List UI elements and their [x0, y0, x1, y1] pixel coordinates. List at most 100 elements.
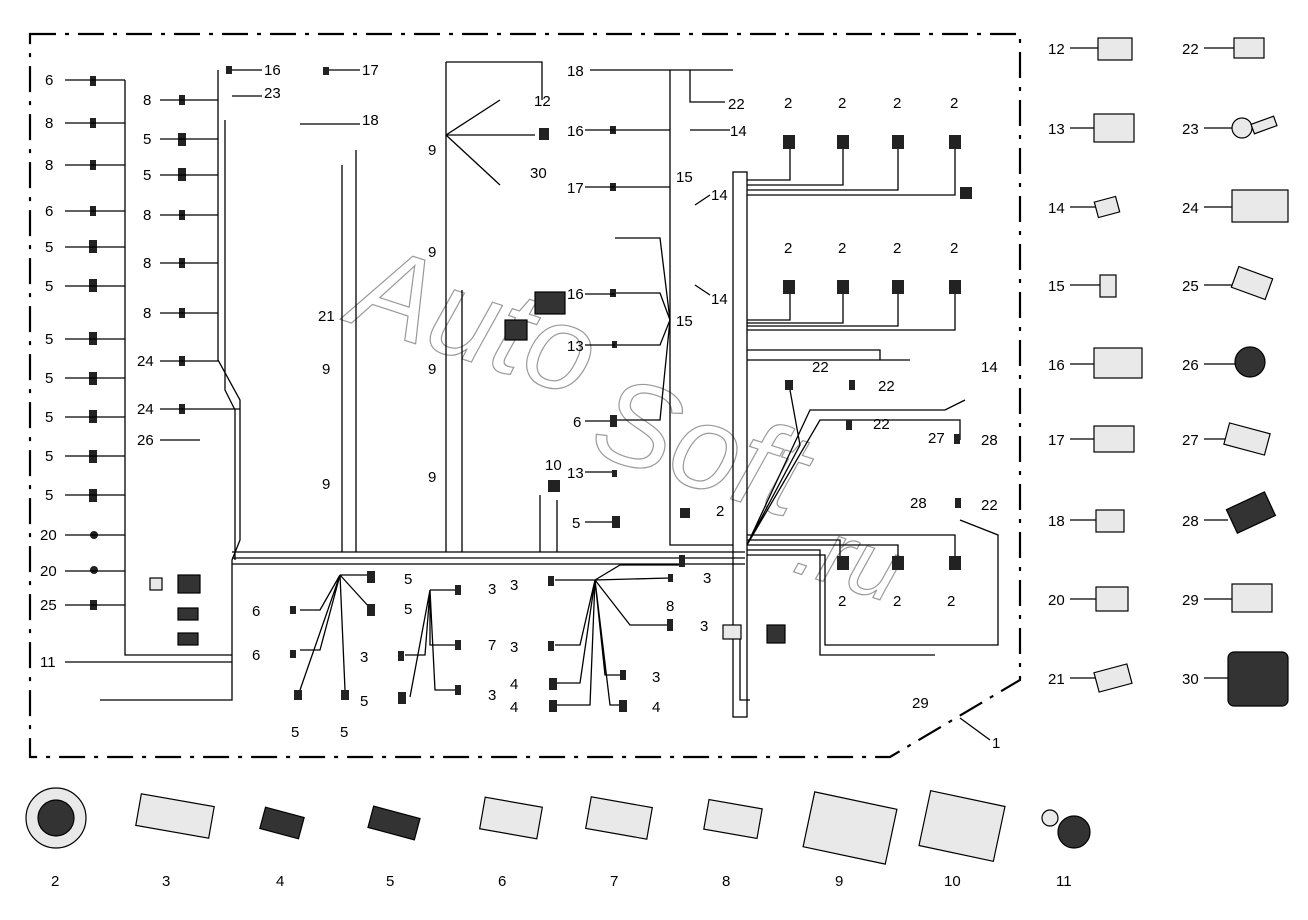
- part-number: 23: [1182, 121, 1199, 138]
- callout: 9: [428, 244, 436, 261]
- connector-13-icon: [1093, 113, 1135, 143]
- callout: 17: [567, 180, 584, 197]
- callout: 7: [488, 637, 496, 654]
- callout: 2: [950, 95, 958, 112]
- callout: 5: [291, 724, 299, 741]
- connector-18-icon: [1095, 509, 1125, 533]
- callout: 27: [928, 430, 945, 447]
- part-number: 27: [1182, 432, 1199, 449]
- callout: 8: [45, 115, 53, 132]
- connector-8-icon: [703, 798, 763, 840]
- callout: 4: [510, 699, 518, 716]
- part-number: 2: [51, 873, 59, 890]
- callout: 8: [45, 157, 53, 174]
- connector-6-icon: [478, 796, 544, 840]
- callout: 5: [45, 278, 53, 295]
- ecu-connector-10-icon: [918, 789, 1006, 863]
- callout: 5: [45, 239, 53, 256]
- assembly-label: 1: [992, 735, 1000, 752]
- harness-wires: [100, 61, 999, 718]
- callout: 5: [45, 487, 53, 504]
- part-number: 28: [1182, 513, 1199, 530]
- callout: 8: [143, 92, 151, 109]
- connector-4-icon: [259, 806, 305, 840]
- connector-11-icon: [1057, 815, 1091, 849]
- callout: 9: [428, 142, 436, 159]
- part-number: 9: [835, 873, 843, 890]
- callout: 20: [40, 527, 57, 544]
- callout: 2: [838, 95, 846, 112]
- inline-connectors: [89, 66, 972, 712]
- callout: 15: [676, 313, 693, 330]
- part-number: 30: [1182, 671, 1199, 688]
- callout-leaders: [65, 69, 730, 663]
- connector-24-icon: [1231, 189, 1289, 223]
- part-number: 20: [1048, 592, 1065, 609]
- part-number: 24: [1182, 200, 1199, 217]
- callout: 5: [143, 167, 151, 184]
- callout: 5: [572, 515, 580, 532]
- callout: 9: [428, 469, 436, 486]
- callout: 5: [340, 724, 348, 741]
- callout: 3: [488, 581, 496, 598]
- callout: 8: [143, 305, 151, 322]
- part-number: 13: [1048, 121, 1065, 138]
- callout: 14: [711, 187, 728, 204]
- callout: 28: [981, 432, 998, 449]
- callout: 4: [652, 699, 660, 716]
- callout: 5: [360, 693, 368, 710]
- callout: 10: [545, 457, 562, 474]
- parts-legend-right: 12 13 14 15 16 17 18 20 21 22 23 24: [1048, 37, 1289, 707]
- callout: 13: [567, 465, 584, 482]
- callout: 2: [784, 240, 792, 257]
- callout: 22: [981, 497, 998, 514]
- callout: 11: [40, 654, 56, 671]
- part-number: 11: [1056, 873, 1072, 890]
- sensor-26-icon: [1234, 346, 1266, 378]
- part-number: 5: [386, 873, 394, 890]
- callout: 5: [45, 448, 53, 465]
- callout: 2: [947, 593, 955, 610]
- callout: 2: [893, 95, 901, 112]
- callout: 8: [666, 598, 674, 615]
- callout: 2: [893, 240, 901, 257]
- callout: 6: [252, 647, 260, 664]
- part-number: 8: [722, 873, 730, 890]
- connector-5-icon: [367, 805, 421, 841]
- connector-21-icon: [1093, 663, 1133, 693]
- connector-16-icon: [1093, 347, 1143, 379]
- part-number: 12: [1048, 41, 1065, 58]
- part-number: 14: [1048, 200, 1065, 217]
- connector-14-icon: [1093, 195, 1121, 219]
- callout: 5: [404, 571, 412, 588]
- callout: 22: [812, 359, 829, 376]
- callout: 29: [912, 695, 929, 712]
- connector-7-icon: [584, 796, 654, 840]
- assembly-border: [28, 32, 1022, 759]
- watermark-part1: Auto: [332, 217, 614, 423]
- callout: 3: [510, 639, 518, 656]
- callout: 2: [784, 95, 792, 112]
- connector-29-icon: [1231, 583, 1273, 613]
- callout: 5: [45, 370, 53, 387]
- callout-labels: 6 8 8 6 5 5 5 5 5 5 5 20 20 25 11 8 5 5 …: [40, 62, 998, 741]
- connector-25-icon: [1230, 265, 1274, 301]
- part-number: 25: [1182, 278, 1199, 295]
- callout: 5: [45, 409, 53, 426]
- callout: 12: [534, 93, 551, 110]
- callout: 6: [45, 72, 53, 89]
- callout: 16: [567, 286, 584, 303]
- callout: 14: [981, 359, 998, 376]
- callout: 21: [318, 308, 335, 325]
- callout: 3: [652, 669, 660, 686]
- callout: 20: [40, 563, 57, 580]
- callout: 22: [878, 378, 895, 395]
- callout: 2: [716, 503, 724, 520]
- part-number: 17: [1048, 432, 1065, 449]
- callout: 15: [676, 169, 693, 186]
- callout: 4: [510, 676, 518, 693]
- module-30-icon: [1227, 651, 1289, 707]
- ecu-connector-9-icon: [802, 791, 898, 865]
